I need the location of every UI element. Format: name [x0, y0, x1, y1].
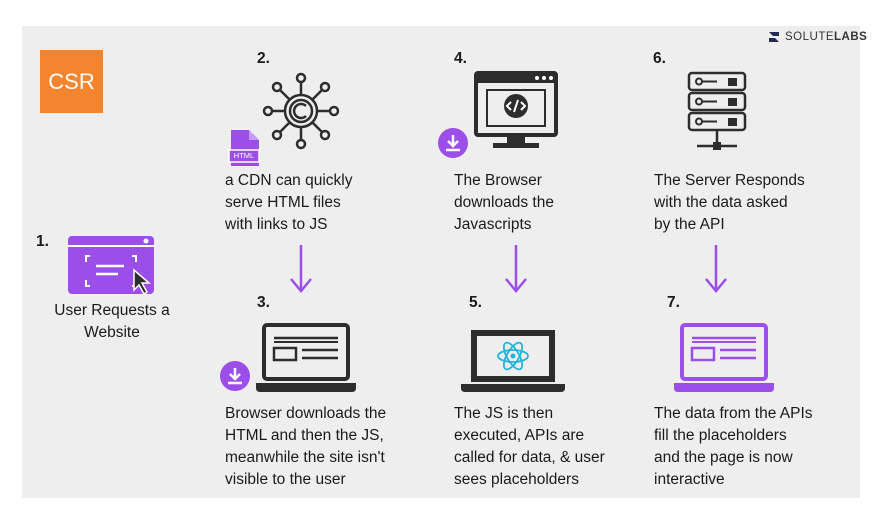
arrow-down-icon [290, 245, 312, 293]
brand-mark-icon [769, 32, 779, 42]
server-icon [687, 71, 747, 150]
step-1-line: User Requests a [54, 302, 170, 319]
code-window-icon [474, 71, 558, 148]
step-4-line: downloads the [454, 194, 554, 211]
step-7-line: and the page is now [654, 449, 793, 466]
step-7-number: 7. [667, 294, 680, 311]
step-7-text: The data from the APIs fill the placehol… [654, 403, 813, 491]
laptop-purple-icon [674, 323, 774, 392]
step-5-line: The JS is then [454, 405, 554, 422]
download-icon [220, 361, 250, 391]
step-1-text: User Requests a Website [46, 300, 178, 344]
step-5-number: 5. [469, 294, 482, 311]
html-file-icon: HTML [225, 128, 265, 168]
step-1-number: 1. [36, 233, 49, 250]
step-1-line: Website [84, 324, 140, 341]
step-2-text: a CDN can quickly serve HTML files with … [225, 170, 353, 236]
laptop-icon [256, 323, 356, 392]
step-5-line: called for data, & user [454, 449, 605, 466]
step-6-line: The Server Responds [654, 172, 805, 189]
step-3-line: Browser downloads the [225, 405, 387, 422]
cdn-copyright-icon [262, 72, 340, 150]
step-6-line: by the API [654, 216, 725, 233]
step-4-line: The Browser [454, 172, 542, 189]
step-2-line: serve HTML files [225, 194, 341, 211]
step-4-line: Javascripts [454, 216, 532, 233]
step-7-line: fill the placeholders [654, 427, 787, 444]
step-4-number: 4. [454, 50, 467, 67]
step-3-line: HTML and then the JS, [225, 427, 384, 444]
step-3-line: meanwhile the site isn't [225, 449, 385, 466]
browser-cursor-icon [68, 236, 154, 296]
html-file-label: HTML [233, 151, 255, 160]
react-laptop-icon [461, 330, 565, 392]
step-3-text: Browser downloads the HTML and then the … [225, 403, 386, 491]
step-6-number: 6. [653, 50, 666, 67]
step-2-line: with links to JS [225, 216, 328, 233]
step-5-text: The JS is then executed, APIs are called… [454, 403, 605, 491]
step-3-line: visible to the user [225, 471, 346, 488]
step-7-line: interactive [654, 471, 725, 488]
arrow-down-icon [505, 245, 527, 293]
download-icon [438, 128, 468, 158]
step-6-line: with the data asked [654, 194, 788, 211]
brand-name-part1: SOLUTE [785, 31, 835, 43]
csr-badge: CSR [40, 50, 103, 113]
step-2-number: 2. [257, 50, 270, 67]
brand-name-part2: LABS [834, 31, 868, 43]
step-4-text: The Browser downloads the Javascripts [454, 170, 554, 236]
step-6-text: The Server Responds with the data asked … [654, 170, 805, 236]
step-3-number: 3. [257, 294, 270, 311]
step-5-line: executed, APIs are [454, 427, 585, 444]
step-2-line: a CDN can quickly [225, 172, 353, 189]
step-7-line: The data from the APIs [654, 405, 813, 422]
step-5-line: sees placeholders [454, 471, 579, 488]
arrow-down-icon [705, 245, 727, 293]
